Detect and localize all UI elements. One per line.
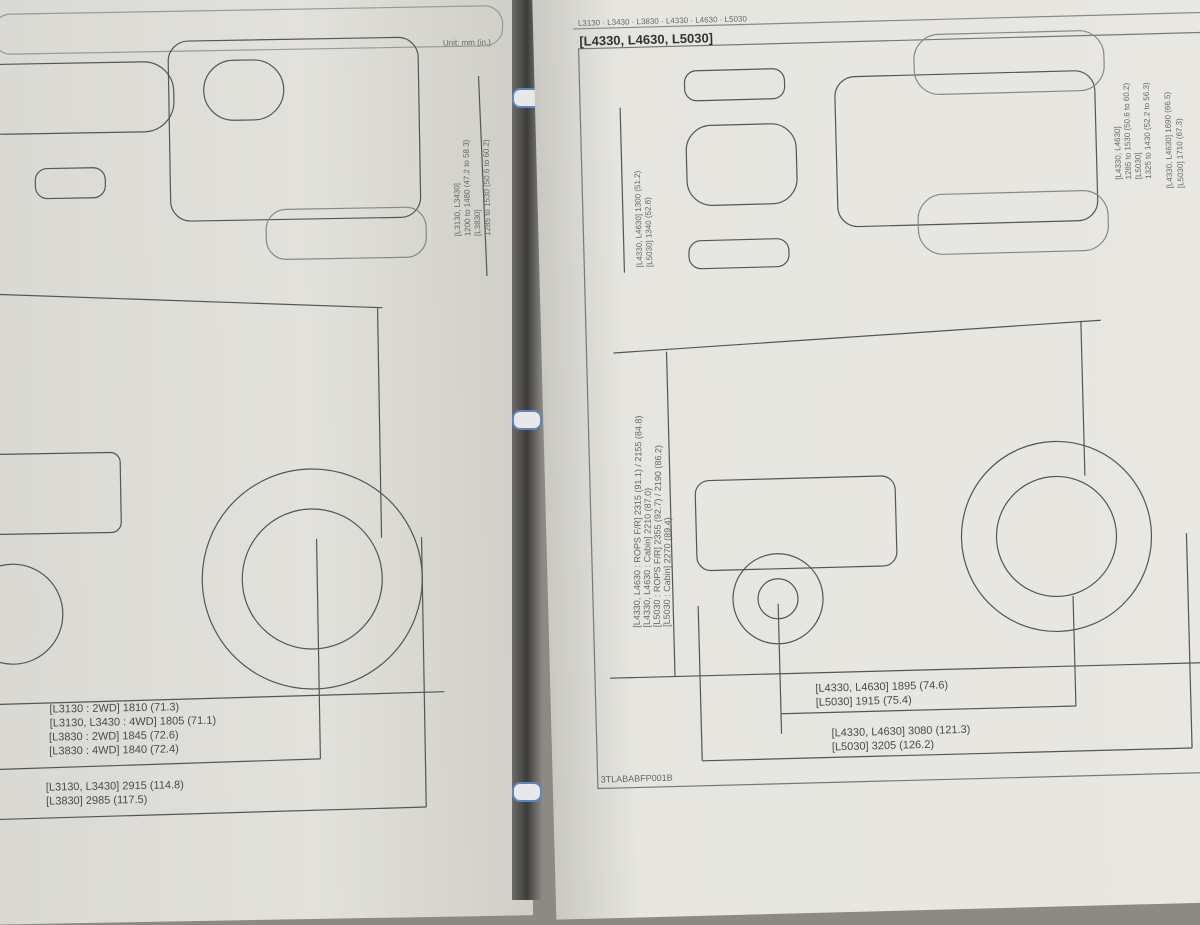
- left-length-line: [L3130, L3430] 2915 (114.8): [45, 779, 184, 794]
- right-page: L3130 · L3430 · L3830 · L4330 · L4630 · …: [532, 0, 1200, 920]
- left-tractor-drawings: [0, 5, 504, 821]
- left-tread-line: 1285 to 1530 (50.6 to 60.2): [481, 139, 493, 236]
- rear-tread-line: 1325 to 1430 (52.2 to 56.3): [1141, 82, 1154, 180]
- height-line: [L5030 : Cabin] 2270 (89.4): [661, 517, 673, 627]
- figure-code: 3TLABABFP001B: [600, 772, 673, 785]
- width-line: [L5030] 1710 (67.3): [1174, 118, 1186, 189]
- front-tread-line: [L5030] 1340 (52.8): [643, 197, 655, 268]
- left-length-line: [L3830] 2985 (117.5): [46, 793, 148, 808]
- binder-ring: [512, 782, 542, 802]
- left-wheelbase-line: [L3830 : 4WD] 1840 (72.4): [49, 743, 179, 758]
- unit-label: Unit: mm (in.): [442, 37, 491, 48]
- right-length-line: [L5030] 3205 (126.2): [831, 738, 935, 754]
- binder-ring: [512, 410, 542, 430]
- right-tractor-drawings: [573, 11, 1200, 790]
- left-wheelbase-line: [L3130, L3430 : 4WD] 1805 (71.1): [49, 714, 217, 730]
- section-title: [L4330, L4630, L5030]: [579, 30, 714, 49]
- right-wheelbase-line: [L5030] 1915 (75.4): [815, 694, 912, 709]
- left-page: Unit: mm (in.) [L3130, L3430] 1200 to 14…: [0, 0, 534, 925]
